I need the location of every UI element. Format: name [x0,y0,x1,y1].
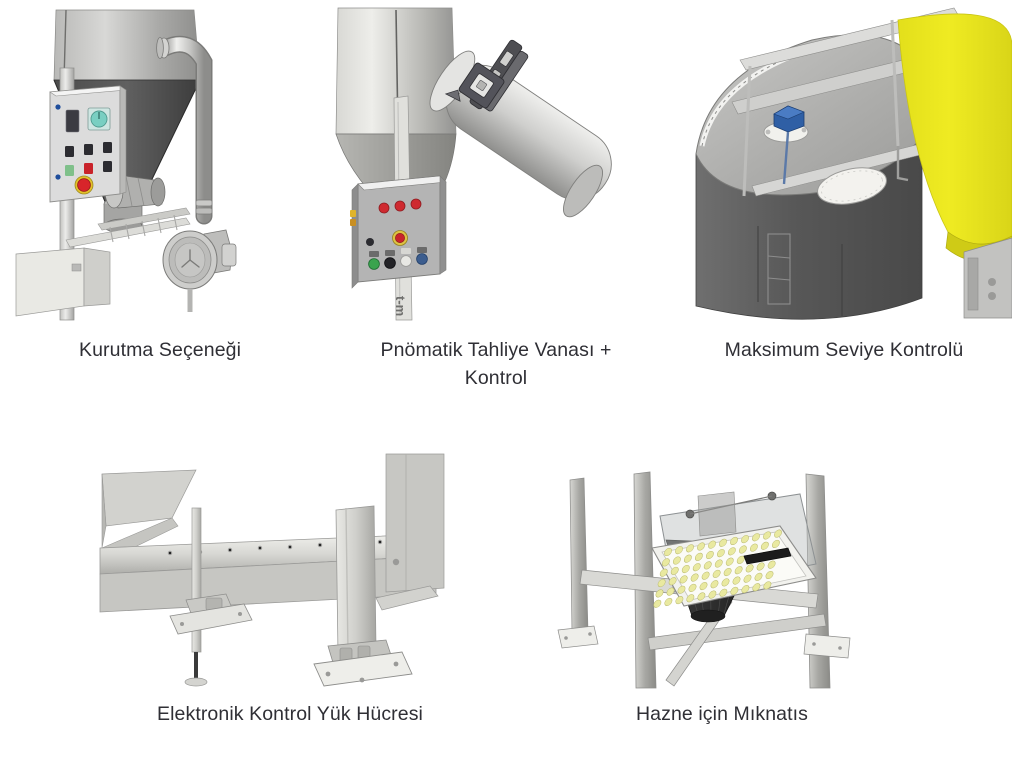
button-green[interactable] [65,165,74,176]
curved-pipe [156,35,213,225]
blower-fan [162,229,237,312]
lcd-display [65,109,80,133]
button-1[interactable] [65,146,74,157]
load-cell-illustration [99,453,445,687]
level-sensor [763,105,809,185]
thin-leg-column [184,507,208,687]
button-red[interactable] [84,163,93,174]
screw-icon [55,174,61,180]
button-2[interactable] [84,144,93,155]
pneumatic-valve-illustration: t-m [335,7,612,321]
side-lamp-amber-2 [350,219,356,226]
selector-knob[interactable] [392,230,408,246]
actuator-clamp [444,39,529,112]
inspection-plate [767,233,791,305]
side-lamp-amber [350,210,356,217]
load-cell-mount-right [313,639,413,687]
fan-blade-icon [181,249,200,268]
support-frame [65,207,191,248]
caption-pneumatic-discharge-valve: Pnömatik Tahliye Vanası + Kontrol [380,339,612,389]
button-black[interactable] [384,257,396,269]
figure-pneumatic-discharge-valve: t-m [334,6,626,321]
magnet-grid-tray [651,525,817,608]
button-black-left[interactable] [366,238,374,246]
box-buttons[interactable] [368,247,428,270]
caption-drying-option: Kurutma Seçeneği [78,339,242,361]
figure-drying-option [14,8,246,321]
base-plate [169,603,253,635]
button-dark[interactable] [103,161,112,172]
caption-hopper-magnet: Hazne için Mıknatıs [635,703,809,725]
figure-maximum-level-control [692,6,1012,320]
diagonal-brace [375,585,439,611]
panel-buttons[interactable] [65,142,112,176]
control-box[interactable] [350,175,447,289]
emergency-stop-button[interactable] [74,175,94,195]
load-cell-mount-left [169,593,253,635]
button-white[interactable] [400,255,412,267]
column-marking: t-m [393,296,408,316]
manhole-cover [817,167,887,205]
vent-pipe [896,146,909,182]
silo-barrel [385,453,445,593]
inner-chute [697,491,737,537]
button-green[interactable] [368,258,380,270]
indicator-lamps [378,198,422,214]
leg-column [335,505,377,655]
control-panel[interactable] [49,85,127,203]
base-plate [313,651,413,687]
base-cabinet [15,247,111,317]
button-3[interactable] [103,142,112,153]
drying-option-illustration [15,9,237,321]
handle-bar[interactable] [743,547,792,565]
screw-icon [55,104,61,110]
figure-load-cell [99,452,484,688]
caption-maximum-level-control: Maksimum Seviye Kontrolü [724,339,964,361]
caption-load-cell: Elektronik Kontrol Yük Hücresi [156,703,423,725]
level-control-illustration [695,7,1012,320]
button-blue[interactable] [416,253,428,265]
hopper-magnet-illustration [557,471,851,689]
figure-hopper-magnet [548,452,896,689]
sensor-probe [782,131,790,185]
side-equipment [963,237,1012,319]
base-plate [557,625,851,659]
